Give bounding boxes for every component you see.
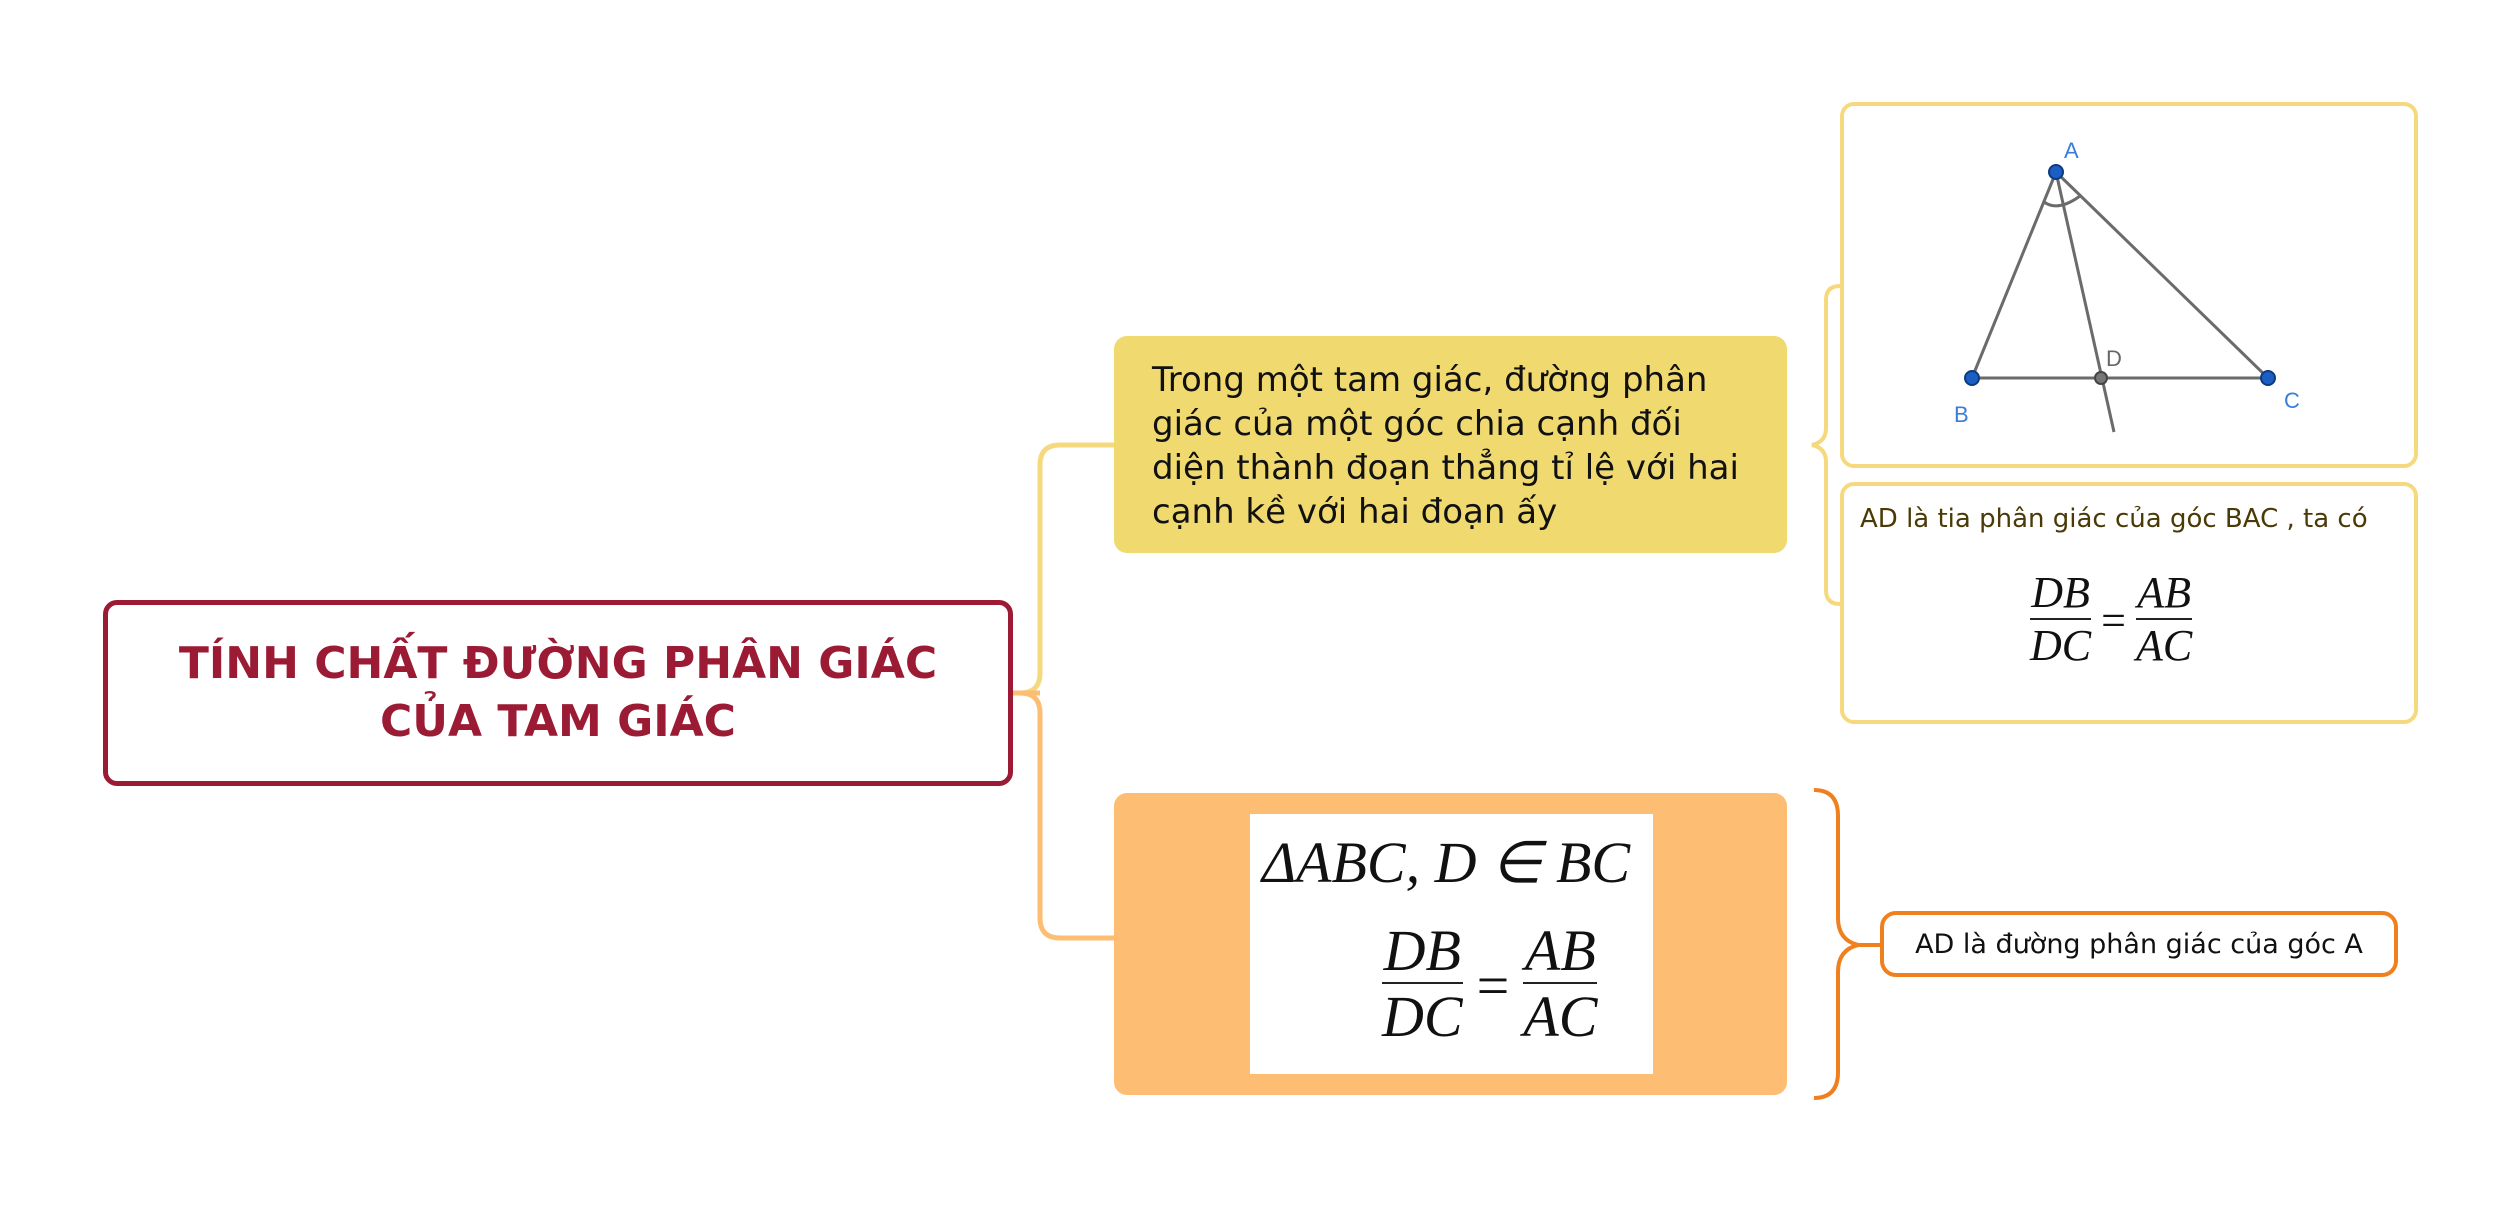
fraction-numerator: DB [2031,568,2090,617]
triangle-figure-box[interactable]: A B C D [1840,102,2418,468]
fraction-denominator: DC [2030,621,2092,670]
fraction-db-dc: DB DC [2030,568,2092,672]
side-ac [2054,170,2270,380]
connector-central-to-yellow [1013,442,1114,696]
point-d [2094,371,2108,385]
formula-card: ΔABC, D ∈ BC DB DC = AB AC [1250,814,1653,1074]
angle-arc [2043,194,2081,208]
point-a [2048,164,2064,180]
central-topic[interactable]: TÍNH CHẤT ĐƯỜNG PHÂN GIÁC CỦA TAM GIÁC [103,600,1013,786]
definition-text: Trong một tam giác, đường phân giác của … [1152,360,1739,532]
point-c [2260,370,2276,386]
fraction-denominator: AC [2135,621,2193,670]
note-text: AD là tia phân giác của góc BAC , ta có [1860,504,2368,534]
fraction-denominator: AC [1523,984,1598,1049]
bracket-yellow [1811,284,1841,606]
label-c: C [2284,388,2300,413]
fraction-numerator: AB [1524,918,1596,983]
equals-sign: = [1476,952,1510,1018]
branch-definition[interactable]: Trong một tam giác, đường phân giác của … [1114,336,1787,553]
fraction-numerator: DB [1383,918,1461,983]
point-b [1964,370,1980,386]
formula-line1: ΔABC, D ∈ BC [1262,830,1631,895]
fraction-denominator: DC [1382,984,1463,1049]
label-d: D [2106,346,2122,371]
label-a: A [2064,138,2079,163]
note-box[interactable]: AD là tia phân giác của góc BAC , ta có … [1840,482,2418,724]
fraction-numerator: AB [2137,568,2191,617]
fraction-db-dc: DB DC [1382,920,1463,1050]
label-b: B [1954,402,1969,427]
central-title: TÍNH CHẤT ĐƯỜNG PHÂN GIÁC CỦA TAM GIÁC [178,638,938,747]
formula-ratio: DB DC = AB AC [1382,918,1598,1050]
equals-sign: = [2101,595,2126,645]
bisector-ad [2054,171,2116,433]
fraction-ab-ac: AB AC [2135,568,2193,672]
bracket-orange [1813,788,1859,1100]
fraction-bar [2135,618,2193,620]
converse-text: AD là đường phân giác của góc A [1915,928,2363,960]
connector-central-to-orange [1013,690,1114,941]
converse-pill[interactable]: AD là đường phân giác của góc A [1880,911,2398,977]
side-ab [1970,171,2058,379]
fraction-bar [1382,982,1463,984]
note-formula: DB DC = AB AC [2030,568,2193,672]
fraction-ab-ac: AB AC [1523,918,1598,1050]
triangle-figure: A B C D [1954,138,2300,433]
fraction-bar [1523,982,1598,984]
fraction-bar [2030,618,2092,620]
